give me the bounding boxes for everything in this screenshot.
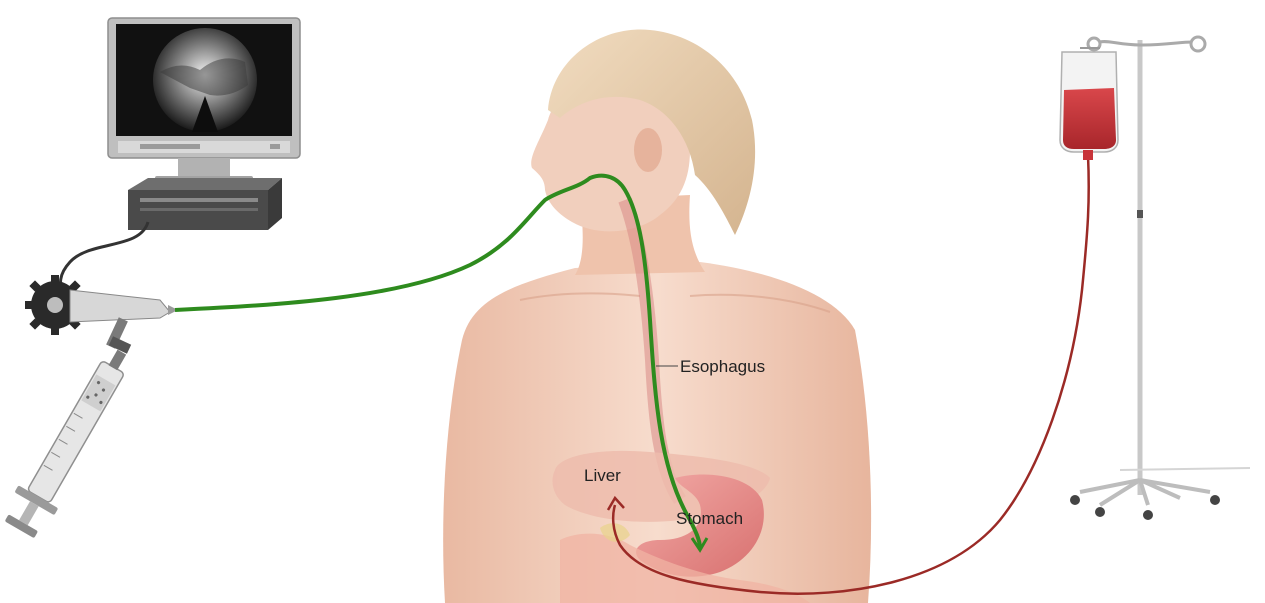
syringe-icon [0,341,142,542]
stomach-label: Stomach [676,509,743,528]
computer-monitor-icon [108,18,300,184]
endoscope-control-icon [25,275,178,354]
computer-tower-icon [128,178,282,230]
blood-bag-icon [1060,48,1118,160]
liver-label: Liver [584,466,621,485]
esophagus-label: Esophagus [680,357,765,376]
video-cable [60,222,148,292]
